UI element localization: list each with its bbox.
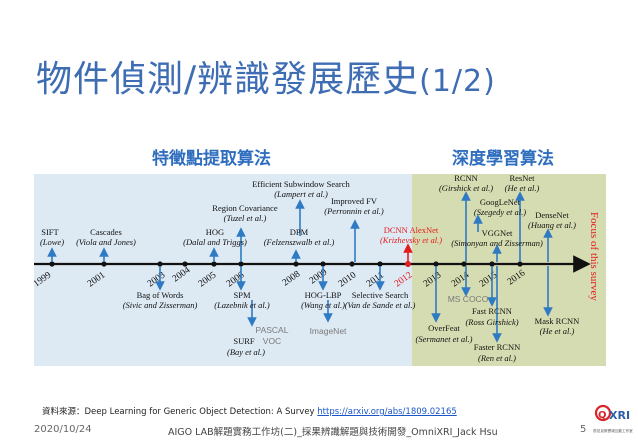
label-selective-search-author: (Van de Sande et al.) [345,300,416,310]
section-handcrafted-features: 特徵點提取算法 [152,149,271,169]
label-sift: SIFT [41,227,59,237]
year-dot [377,261,383,267]
label-surf: SURF [233,336,255,346]
section-deep-learning: 深度學習算法 [452,149,554,169]
label-cascades-author: (Viola and Jones) [76,237,136,247]
label-bow: Bag of Words [137,290,184,300]
label-mask-rcnn-author: (He et al.) [540,326,575,336]
label-selective-search: Selective Search [352,290,409,300]
label-dpm: DPM [290,227,309,237]
label-googlenet: GoogLeNet [480,197,521,207]
label-bow-author: (Sivic and Zisserman) [123,300,198,310]
label-improved-fv: Improved FV [331,196,378,206]
year-dot [238,261,244,267]
label-region-cov: Region Covariance [212,203,278,213]
label-hog-lbp: HOG-LBP [305,290,342,300]
year-dot [461,261,467,267]
label-overfeat-author: (Sermanet et al.) [416,334,473,344]
label-spm-author: (Lazebnik et al.) [214,300,270,310]
label-faster-rcnn-author: (Ren et al.) [478,353,516,363]
footer-date: 2020/10/24 [34,424,92,435]
label-fast-rcnn-author: (Ross Girshick) [465,317,518,327]
year-dot [101,261,107,267]
slide-title: 物件偵測/辨識發展歷史(1/2) [36,59,496,100]
label-rcnn-author: (Girshick et al.) [439,183,493,193]
label-mscoco: MS COCO [448,294,489,304]
label-ess-author: (Lampert et al.) [274,189,328,199]
label-cascades: Cascades [90,227,122,237]
label-dpm-author: (Felzenszwalb et al.) [264,237,335,247]
label-rcnn: RCNN [454,173,478,183]
label-vggnet-author: (Simonyan and Zisserman) [451,238,543,248]
year-dot-highlight [405,261,411,267]
year-dot [157,261,163,267]
label-vggnet: VGGNet [482,228,513,238]
year-markers [49,261,523,267]
label-sift-author: (Lowe) [40,237,64,247]
year-dot [349,261,355,267]
footer-title: AIGO LAB解題實務工作坊(二)_採果辨識解題與技術開發_OmniXRI_J… [168,427,498,438]
label-densenet: DenseNet [535,210,569,220]
label-hog-author: (Dalal and Triggs) [183,237,247,247]
source-link[interactable]: https://arxiv.org/abs/1809.02165 [317,407,457,417]
label-resnet: ResNet [509,173,535,183]
label-surf-author: (Bay et al.) [227,347,265,357]
year-dot [320,261,326,267]
label-improved-fv-author: (Perronnin et al.) [324,206,384,216]
year-dot [49,261,55,267]
svg-text:Q: Q [598,410,607,421]
label-voc: VOC [263,336,281,346]
label-densenet-author: (Huang et al.) [528,220,576,230]
focus-label: Focus of this survey [588,212,600,301]
label-fast-rcnn: Fast RCNN [472,306,512,316]
label-region-cov-author: (Tuzel et al.) [224,213,267,223]
label-alexnet-author: (Krizhevsky et al.) [380,235,442,245]
label-hog: HOG [206,227,224,237]
label-googlenet-author: (Szegedy et al.) [474,207,526,217]
logo-caption: 歐尼克斯實境互動工作室 [593,428,633,433]
label-pascal: PASCAL [256,325,289,335]
label-mask-rcnn: Mask RCNN [535,316,580,326]
label-resnet-author: (He et al.) [505,183,540,193]
label-hog-lbp-author: (Wang et al.) [301,300,345,310]
label-faster-rcnn: Faster RCNN [474,342,521,352]
label-ess: Efficient Subwindow Search [252,179,350,189]
label-imagenet: ImageNet [310,326,347,336]
year-dot [211,261,217,267]
year-dot [293,261,299,267]
label-alexnet: DCNN AlexNet [384,225,439,235]
footer-source: 資料來源：Deep Learning for Generic Object De… [42,407,457,417]
logo-text: XRI [609,409,630,422]
label-spm: SPM [233,290,250,300]
year-dot [182,261,188,267]
year-dot [489,261,495,267]
label-overfeat: OverFeat [428,323,460,333]
year-dot [433,261,439,267]
page-number: 5 [580,424,587,435]
handcrafted-era-band [34,174,412,366]
omnixri-logo: Q XRI 歐尼克斯實境互動工作室 [593,404,633,433]
year-dot [517,261,523,267]
